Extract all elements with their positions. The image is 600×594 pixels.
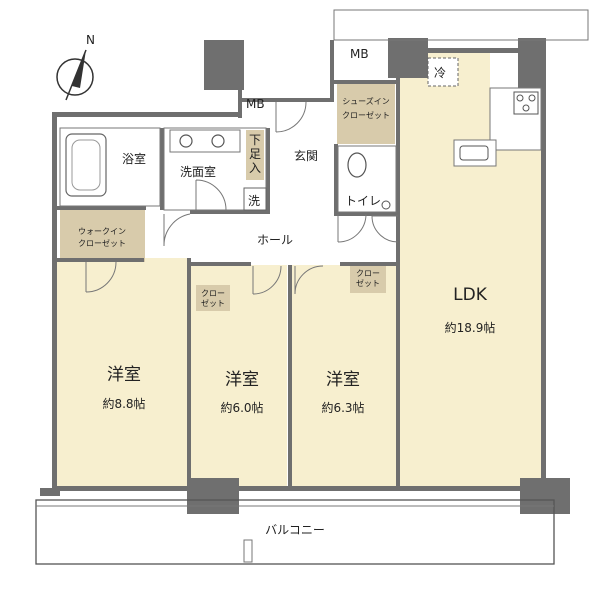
wall-washroom-bottom [190, 210, 270, 214]
bathtub-inner [71, 139, 101, 191]
wall-room1-room2 [187, 258, 191, 488]
door-room3 [294, 265, 324, 295]
mb-lower-label: MB [246, 97, 265, 111]
western-room-3-fill [292, 265, 397, 486]
toilet-bowl [347, 152, 367, 178]
wall-shoe-top [334, 80, 398, 84]
fridge-space [427, 57, 459, 87]
mb-upper-outline [333, 9, 589, 41]
kitchen-island [453, 139, 497, 167]
balcony-post [243, 539, 253, 563]
door-toilet [337, 213, 367, 243]
balcony-outline [35, 499, 555, 565]
washbasin-right [211, 134, 225, 148]
shoe-closet-label-1: シューズイン [342, 96, 390, 106]
column-bottom-right [520, 478, 570, 514]
wall-right [541, 48, 546, 490]
mb-upper-label: MB [350, 47, 369, 61]
western-room-3-area: 約6.3帖 [321, 400, 364, 415]
wall-mb-left [238, 40, 242, 118]
closet-room3-fill [350, 265, 386, 293]
wall-bottom [52, 486, 546, 491]
western-room-1-label: 洋室 [107, 365, 141, 385]
washer-label: 洗 [248, 194, 260, 208]
door-ldk [371, 215, 399, 243]
burner-3 [522, 104, 530, 112]
door-hall [163, 213, 191, 247]
burner-2 [528, 94, 536, 102]
wall-room3-top [340, 262, 398, 266]
door-room2 [252, 265, 282, 295]
getabako-label-1: 下 [249, 133, 261, 147]
wall-room3-ldk [396, 52, 400, 488]
fridge-label: 冷 [434, 66, 446, 80]
wall-room2-top [191, 262, 251, 266]
door-entrance [275, 101, 307, 133]
toilet-room-outline [337, 145, 397, 213]
western-room-1-area: 約8.8帖 [102, 396, 145, 411]
compass-letter: N [86, 33, 95, 47]
walkin-closet-fill [60, 210, 145, 262]
closet-room2-label-2: ゼット [201, 298, 225, 308]
column-left-pier [40, 488, 60, 496]
column-top-right [388, 38, 428, 78]
toilet-paper [381, 200, 391, 210]
shoe-closet-label-2: クローゼット [342, 110, 390, 120]
wall-entrance-top [238, 98, 334, 102]
kitchen-sink [459, 145, 489, 161]
washing-machine-space [243, 187, 267, 211]
wall-room1-top [56, 258, 144, 262]
western-room-1-fill [56, 258, 187, 486]
burner-1 [516, 94, 524, 102]
wall-top-left [52, 112, 238, 117]
wall-room2-room3 [288, 265, 292, 488]
western-room-2-area: 約6.0帖 [220, 400, 263, 415]
column-top-left [204, 40, 244, 90]
walkin-closet-label-2: クローゼット [78, 238, 126, 248]
bathroom-label: 浴室 [122, 151, 146, 166]
hall-label: ホール [257, 233, 293, 247]
ldk-label: LDK [453, 285, 488, 305]
wall-washroom-right [266, 128, 270, 214]
washbasin-left [179, 134, 193, 148]
walkin-closet-label-1: ウォークイン [78, 227, 126, 236]
wall-wet-bottom [56, 206, 146, 210]
cooktop [513, 91, 539, 115]
getabako-fill [246, 130, 264, 180]
closet-room2-fill [196, 285, 230, 311]
getabako-label-2: 足 [249, 147, 261, 161]
balcony-label: バルコニー [265, 523, 325, 537]
ldk-area: 約18.9帖 [445, 320, 496, 335]
closet-room2-label-1: クロー [201, 289, 225, 298]
washroom-outline [163, 127, 267, 211]
wall-left [52, 114, 57, 490]
western-room-3-label: 洋室 [326, 370, 360, 390]
door-room1 [85, 261, 117, 293]
wall-toilet-left [334, 144, 338, 216]
north-arrow-icon [56, 49, 94, 101]
toilet-label: トイレ [345, 194, 381, 208]
washroom-label: 洗面室 [180, 164, 216, 179]
wall-top-right [388, 48, 546, 53]
closet-room3-label-1: クロー [356, 269, 380, 278]
getabako-label-3: 入 [249, 161, 261, 175]
column-bottom-left [187, 478, 239, 514]
door-washroom [195, 179, 227, 211]
bathroom-outline [59, 127, 161, 207]
closet-room3-label-2: ゼット [356, 278, 380, 288]
bathtub [65, 133, 107, 197]
wall-bath-washroom [160, 128, 164, 210]
wall-mb-right [330, 40, 334, 102]
shoe-closet-fill [337, 84, 395, 144]
entrance-label: 玄関 [294, 148, 318, 163]
western-room-2-label: 洋室 [225, 370, 259, 390]
